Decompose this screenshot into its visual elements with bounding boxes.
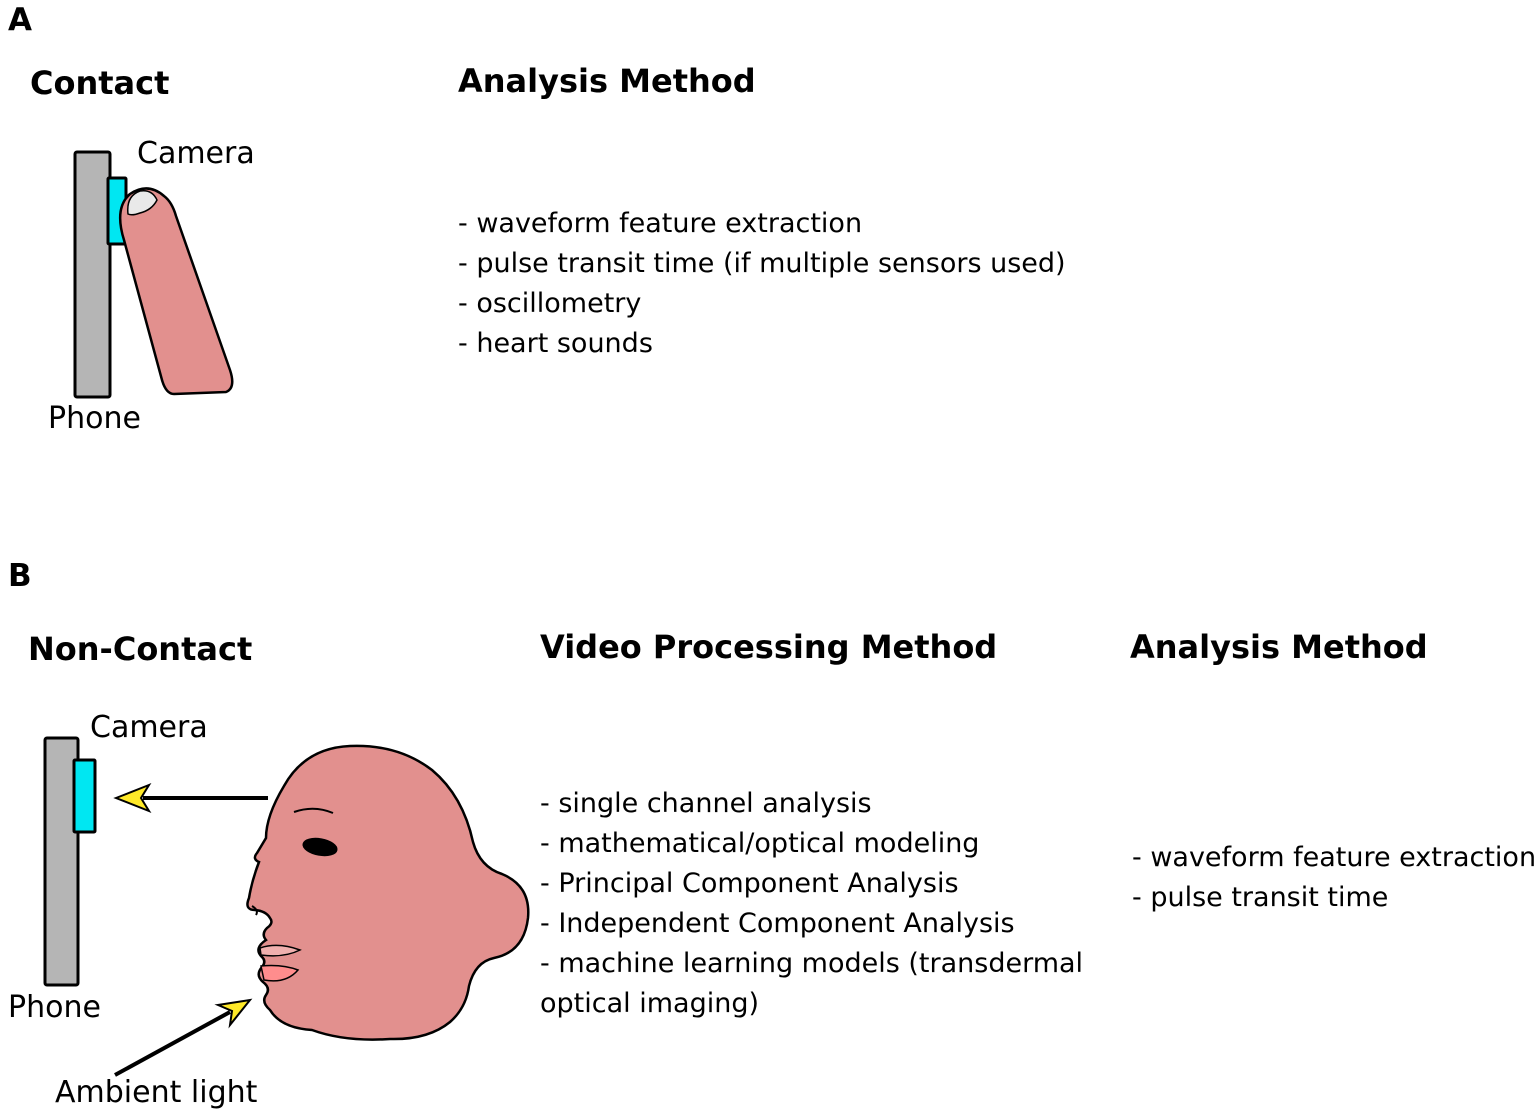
- camera-lens: [72, 758, 97, 834]
- panel-b-analysis-heading: Analysis Method: [1130, 628, 1428, 666]
- ambient-light-arrow-shaft: [114, 1010, 231, 1077]
- finger: [118, 187, 234, 396]
- video-processing-item: - Independent Component Analysis: [540, 908, 1015, 939]
- video-processing-item: - machine learning models (transdermal o…: [540, 948, 1084, 1019]
- analysis-item: - pulse transit time (if multiple sensor…: [458, 248, 1066, 279]
- camera-label-a: Camera: [137, 136, 255, 171]
- phone-label-b: Phone: [8, 990, 101, 1025]
- phone-label-a: Phone: [48, 401, 141, 436]
- analysis-method-list-b: - waveform feature extraction - pulse tr…: [1132, 838, 1536, 918]
- nostril: [251, 905, 258, 916]
- panel-a-analysis-heading: Analysis Method: [458, 62, 756, 100]
- panel-a-letter: A: [8, 2, 32, 38]
- face-profile: [246, 744, 530, 1041]
- eye: [302, 837, 338, 857]
- analysis-item: - pulse transit time: [1132, 882, 1389, 913]
- fingernail: [127, 189, 158, 216]
- panel-a-heading: Contact: [30, 64, 170, 102]
- panel-b-letter: B: [8, 558, 32, 594]
- phone-body: [43, 736, 80, 987]
- camera-label-b: Camera: [90, 710, 208, 745]
- non-contact-illustration: [43, 736, 530, 1077]
- lower-lip: [260, 964, 300, 982]
- analysis-item: - waveform feature extraction: [458, 208, 863, 239]
- video-processing-list: - single channel analysis - mathematical…: [540, 784, 1160, 1024]
- phone-body: [73, 150, 112, 399]
- eyebrow: [293, 807, 334, 814]
- video-processing-item: - single channel analysis: [540, 788, 872, 819]
- analysis-item: - oscillometry: [458, 288, 642, 319]
- ambient-light-arrow-head: [214, 998, 253, 1029]
- analysis-method-list-a: - waveform feature extraction - pulse tr…: [458, 204, 1078, 364]
- ambient-light-label: Ambient light: [55, 1075, 258, 1110]
- panel-b-heading: Non-Contact: [28, 630, 253, 668]
- contact-illustration: [73, 150, 234, 399]
- analysis-item: - waveform feature extraction: [1132, 842, 1536, 873]
- arrow-to-camera-head: [113, 782, 152, 814]
- video-processing-heading: Video Processing Method: [540, 628, 998, 666]
- video-processing-item: - mathematical/optical modeling: [540, 828, 980, 859]
- video-processing-item: - Principal Component Analysis: [540, 868, 959, 899]
- upper-lip: [259, 944, 302, 957]
- analysis-item: - heart sounds: [458, 328, 653, 359]
